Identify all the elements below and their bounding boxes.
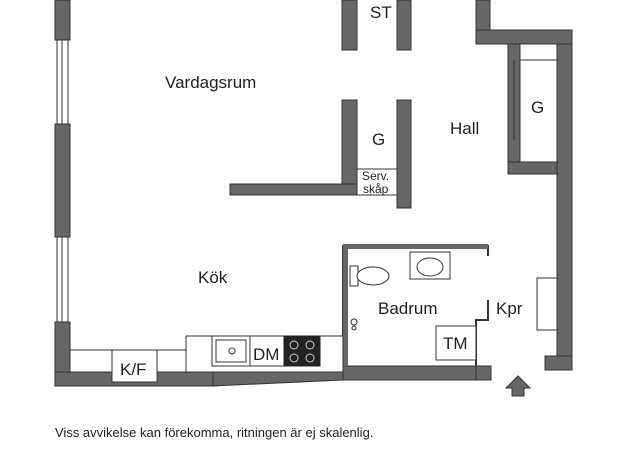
label-vardagsrum: Vardagsrum (165, 73, 256, 92)
stove (283, 335, 321, 367)
kpr-cabinet (536, 277, 558, 331)
label-kf: K/F (120, 360, 146, 379)
tm-box (435, 325, 477, 361)
g-wall-right (396, 99, 412, 209)
label-serv-line1: Serv. (362, 169, 389, 183)
st-wall-left (341, 0, 358, 51)
label-kpr: Kpr (496, 299, 523, 318)
dishwasher-box (249, 335, 285, 367)
label-g-left: G (372, 130, 385, 149)
right-wall-bottom-corner (544, 355, 573, 371)
label-kok: Kök (198, 268, 228, 287)
disclaimer-text: Viss avvikelse kan förekomma, ritningen … (55, 425, 374, 440)
label-g-right: G (531, 98, 544, 117)
divider-wall (229, 183, 358, 196)
bathroom-wall-fill-left (343, 246, 348, 366)
right-wall-top (475, 29, 573, 45)
bathroom-wall-fill-top (343, 244, 488, 249)
label-dm: DM (253, 345, 279, 364)
windows (56, 39, 69, 323)
g-wall-left (341, 99, 358, 185)
label-st: ST (370, 3, 392, 22)
closet-right-box (519, 59, 558, 163)
right-wall-top-stub (475, 0, 491, 31)
hall-wall (507, 161, 558, 175)
label-hall: Hall (450, 119, 479, 138)
left-wall-top (54, 0, 71, 41)
shower-tap (350, 318, 358, 331)
entrance-arrow-icon (504, 375, 532, 397)
service-cabinet (356, 168, 398, 196)
bathroom-sink (409, 251, 451, 280)
toilet (349, 265, 390, 287)
bottom-wall-right (342, 365, 477, 381)
label-tm: TM (443, 334, 468, 353)
label-badrum: Badrum (378, 299, 438, 318)
st-wall-right (396, 0, 412, 51)
closet-right (513, 59, 558, 163)
right-wall (556, 29, 573, 371)
left-wall-mid (54, 123, 71, 238)
fridge-box (111, 349, 158, 383)
bottom-wall-kpr (475, 365, 492, 381)
label-serv-line2: skåp (363, 182, 389, 196)
outer-walls (54, 0, 573, 387)
